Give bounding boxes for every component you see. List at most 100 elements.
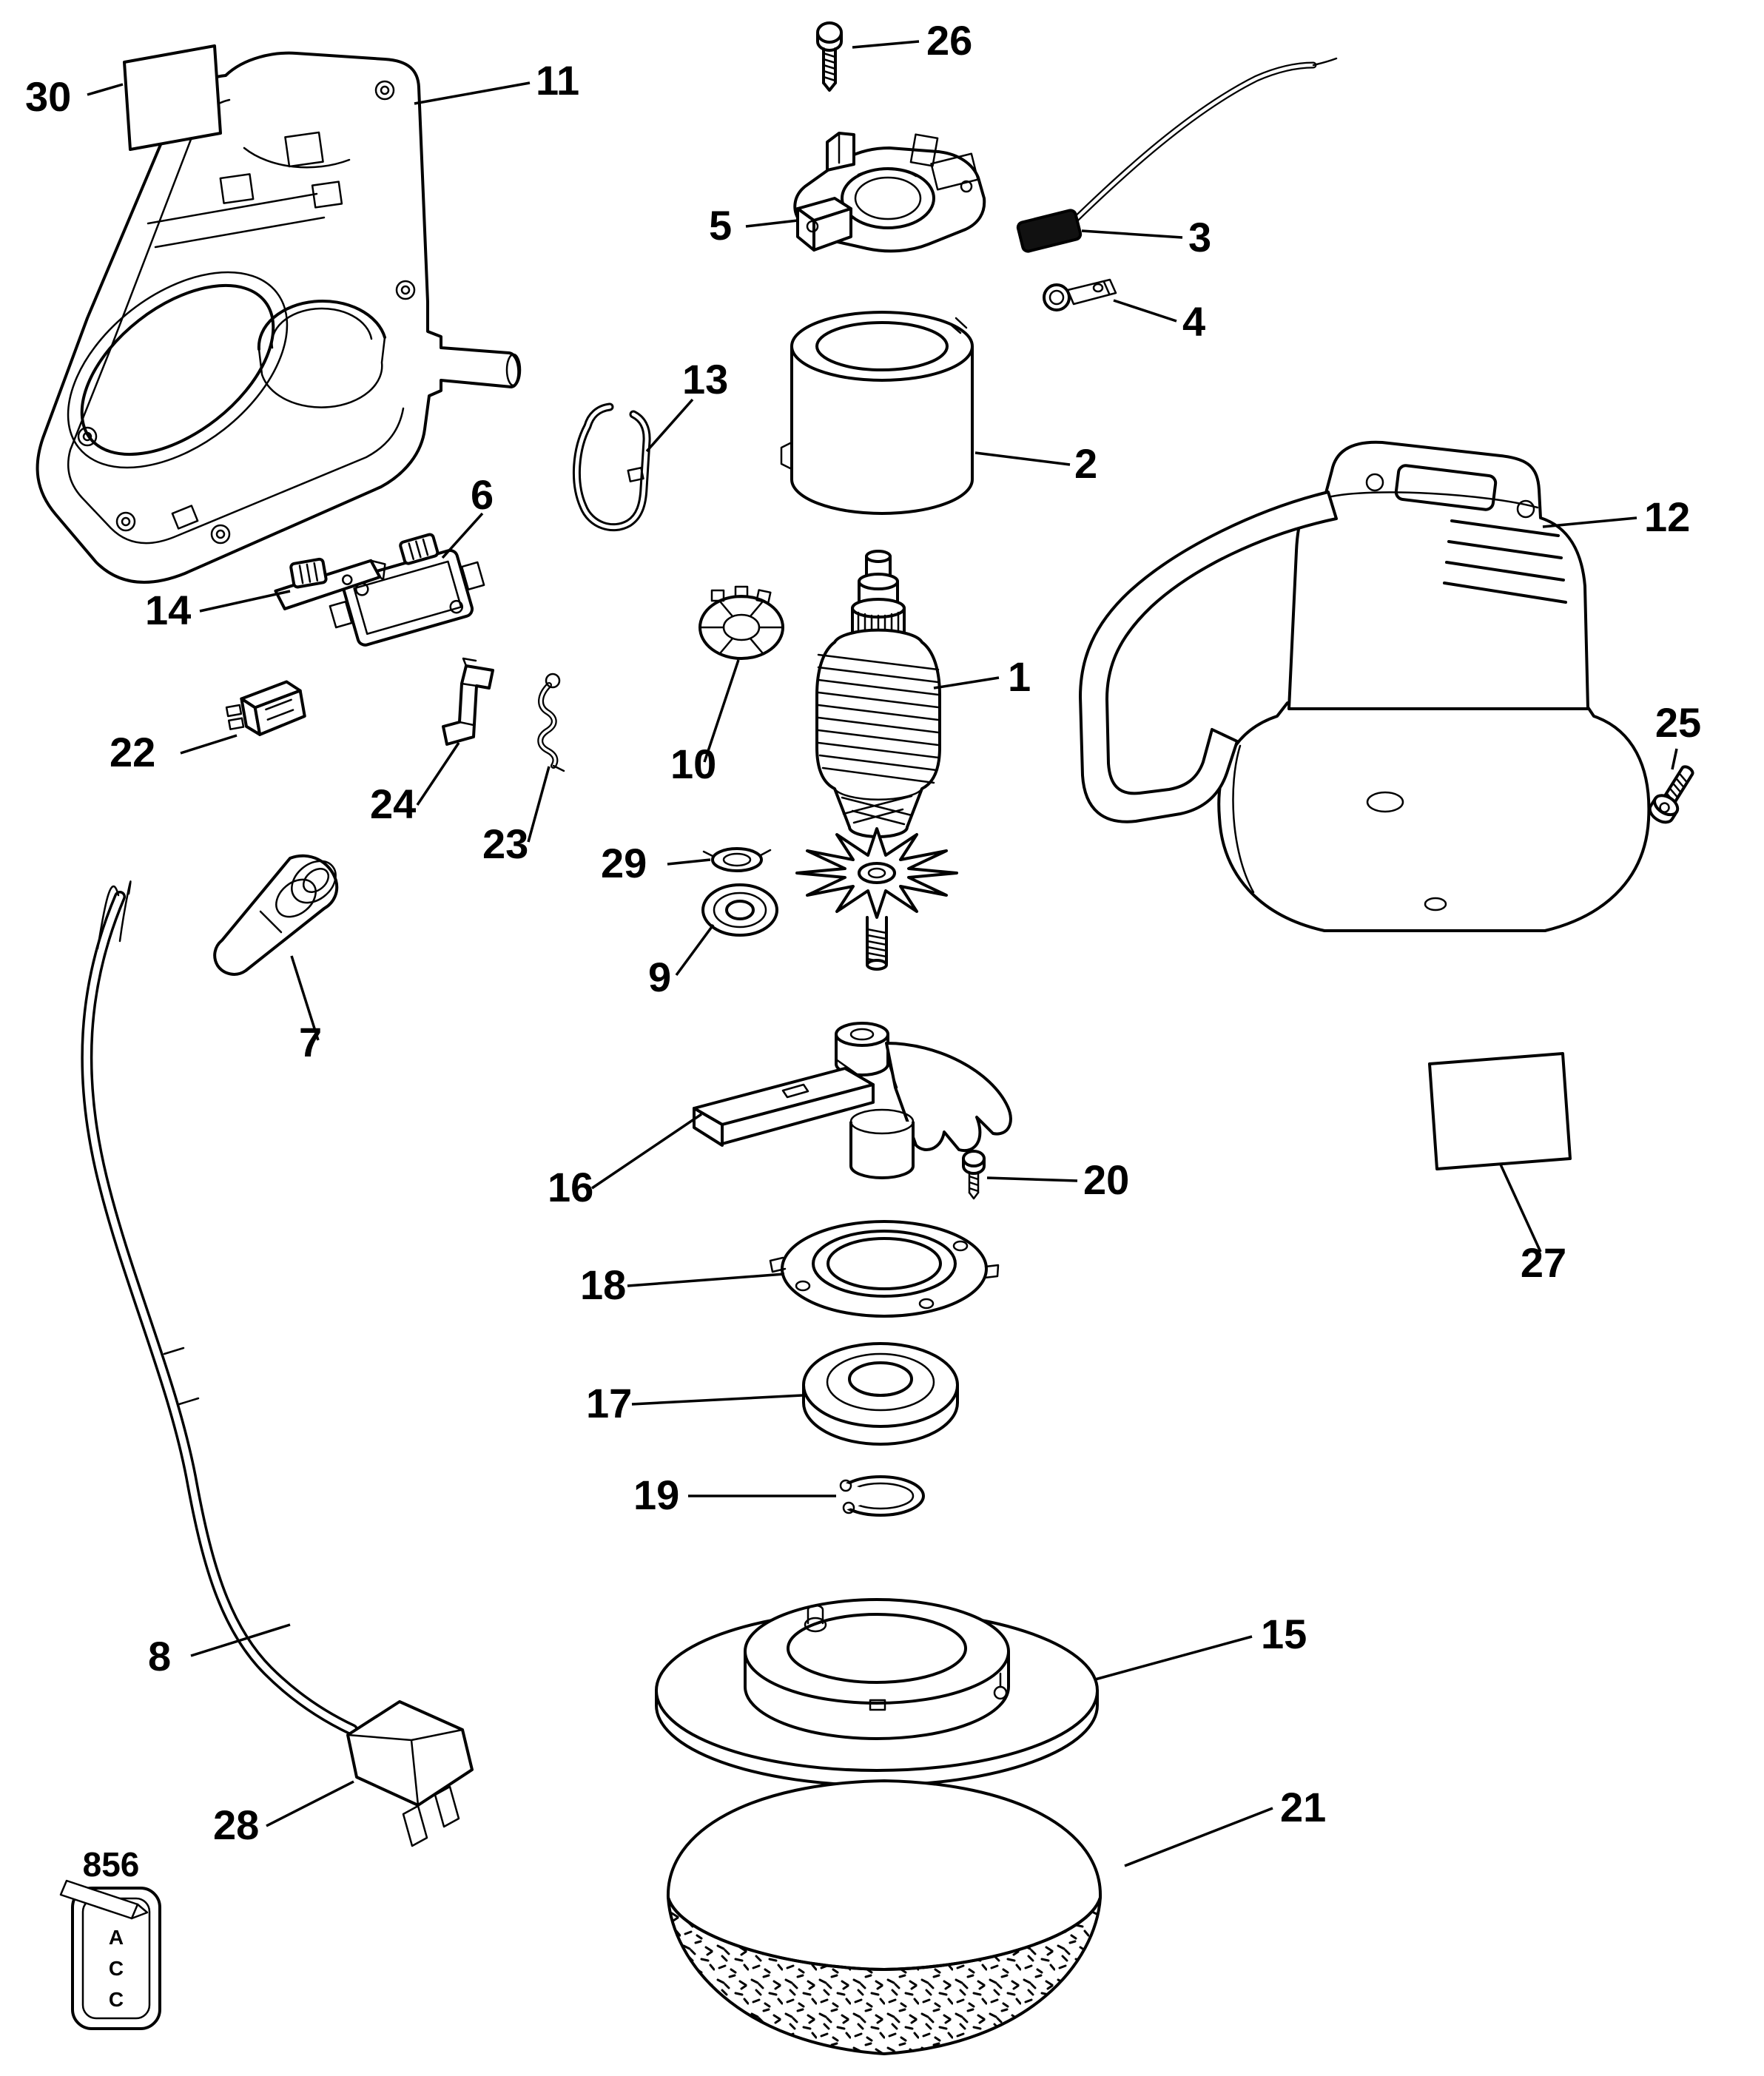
leader-line-13	[645, 398, 694, 453]
terminal-connector	[1016, 209, 1083, 253]
callout-23: 23	[482, 820, 528, 867]
part-13-wire-bail-drawing	[573, 402, 651, 532]
part-11-housing-half-drawing	[36, 51, 522, 584]
callout-12: 12	[1644, 493, 1690, 540]
part-17-bearing-drawing	[802, 1342, 959, 1446]
leader-line-7	[290, 955, 320, 1041]
callout-11: 11	[536, 57, 579, 104]
fan-plate	[885, 1042, 1012, 1153]
nameplate	[1394, 464, 1498, 511]
part-9-bearing-drawing	[701, 883, 778, 937]
callout-28: 28	[213, 1802, 259, 1848]
callout-6: 6	[471, 471, 494, 518]
part-3-lead-wire-drawing	[1016, 57, 1338, 253]
part-26-screw-drawing	[816, 21, 843, 92]
part-16-counterweight-drawing	[693, 1022, 1012, 1179]
handle-loop	[1079, 491, 1338, 823]
callout-4: 4	[1182, 298, 1205, 345]
part-29-washer-drawing	[702, 847, 772, 872]
part-12-housing-assembly-drawing	[1079, 440, 1651, 932]
callout-2: 2	[1074, 440, 1097, 487]
callout-18: 18	[580, 1261, 626, 1308]
acc-letter-3: C	[109, 1988, 124, 2011]
leader-line-24	[416, 742, 460, 806]
leader-line-27	[1499, 1164, 1542, 1253]
callout-30: 30	[25, 73, 71, 120]
pad-textured-band	[667, 1897, 1102, 2056]
callout-3: 3	[1188, 214, 1211, 260]
callout-19: 19	[633, 1472, 679, 1518]
leader-line-1	[933, 676, 1000, 690]
part-1-armature-drawing	[795, 550, 958, 971]
leader-line-10	[703, 659, 740, 763]
acc-letter-2: C	[109, 1957, 124, 1980]
callout-17: 17	[586, 1380, 632, 1426]
leader-line-2	[974, 451, 1071, 466]
leader-line-22	[180, 734, 238, 755]
leader-line-30	[87, 83, 124, 96]
callout-16: 16	[548, 1164, 593, 1210]
leader-line-6	[441, 512, 484, 559]
part-25-screw-drawing	[1648, 765, 1694, 824]
leader-line-8	[190, 1623, 291, 1657]
part-10-retainer-drawing	[698, 585, 784, 660]
part-20-screw-drawing	[962, 1150, 986, 1200]
part-21-polishing-pad-drawing	[666, 1779, 1102, 2056]
acc-letter-1: A	[109, 1926, 124, 1949]
part-2-field-drawing	[780, 311, 974, 515]
callout-29: 29	[601, 840, 647, 886]
leader-line-23	[527, 766, 551, 843]
callout-5: 5	[709, 202, 732, 249]
leader-line-9	[675, 923, 715, 977]
leader-line-21	[1124, 1807, 1273, 1867]
leader-line-15	[1094, 1635, 1253, 1681]
leader-line-25	[1671, 748, 1678, 770]
callout-27: 27	[1521, 1239, 1566, 1286]
part-5-brush-holder-drawing	[793, 132, 986, 253]
part-7-strain-relief-drawing	[213, 854, 339, 976]
callout-9: 9	[648, 954, 671, 1000]
leader-line-12	[1542, 516, 1637, 528]
part-24-bracket-drawing	[442, 657, 494, 746]
leader-line-5	[745, 219, 798, 228]
callout-15: 15	[1261, 1611, 1307, 1657]
leader-line-29	[667, 858, 711, 866]
part-22-terminal-block-drawing	[225, 680, 306, 736]
part-18-bearing-plate-drawing	[769, 1220, 1000, 1318]
part-14-slider-drawing	[274, 557, 386, 610]
leader-line-14	[199, 590, 291, 613]
leader-line-3	[1081, 229, 1183, 239]
vent-slots	[1443, 519, 1567, 604]
part-8-power-cord-drawing	[81, 880, 358, 1736]
callout-21: 21	[1280, 1784, 1326, 1830]
leader-line-26	[852, 40, 920, 49]
part-19-retaining-ring-drawing	[824, 1475, 925, 1517]
part-15-pad-holder-drawing	[655, 1598, 1099, 1787]
leader-line-11	[414, 81, 531, 105]
part-23-spring-clip-drawing	[537, 673, 565, 772]
callout-labels: 1 2 3 4 5 6 7 8 9 10 11 12 13 14 15 16 1…	[25, 17, 1701, 1884]
bearing-cradle	[257, 300, 386, 351]
leader-line-20	[986, 1176, 1078, 1182]
leader-line-16	[591, 1113, 702, 1190]
callout-10: 10	[670, 741, 716, 787]
callout-25: 25	[1655, 699, 1701, 746]
label-856-box-drawing: A C C	[59, 1879, 161, 2030]
callout-24: 24	[370, 781, 416, 827]
callout-26: 26	[926, 17, 972, 64]
callout-20: 20	[1083, 1156, 1129, 1203]
callout-8: 8	[148, 1633, 171, 1679]
part-27-label-plate-drawing	[1428, 1052, 1572, 1170]
callout-22: 22	[110, 729, 155, 775]
part-30-label-plate-drawing	[123, 44, 222, 151]
callout-1: 1	[1008, 653, 1031, 700]
callout-13: 13	[682, 356, 728, 402]
callout-856: 856	[83, 1845, 140, 1884]
part-4-clamp-drawing	[1043, 278, 1117, 311]
base-skirt	[1217, 701, 1651, 932]
callout-14: 14	[145, 587, 191, 633]
leader-line-17	[631, 1394, 803, 1406]
leader-line-28	[266, 1780, 354, 1827]
